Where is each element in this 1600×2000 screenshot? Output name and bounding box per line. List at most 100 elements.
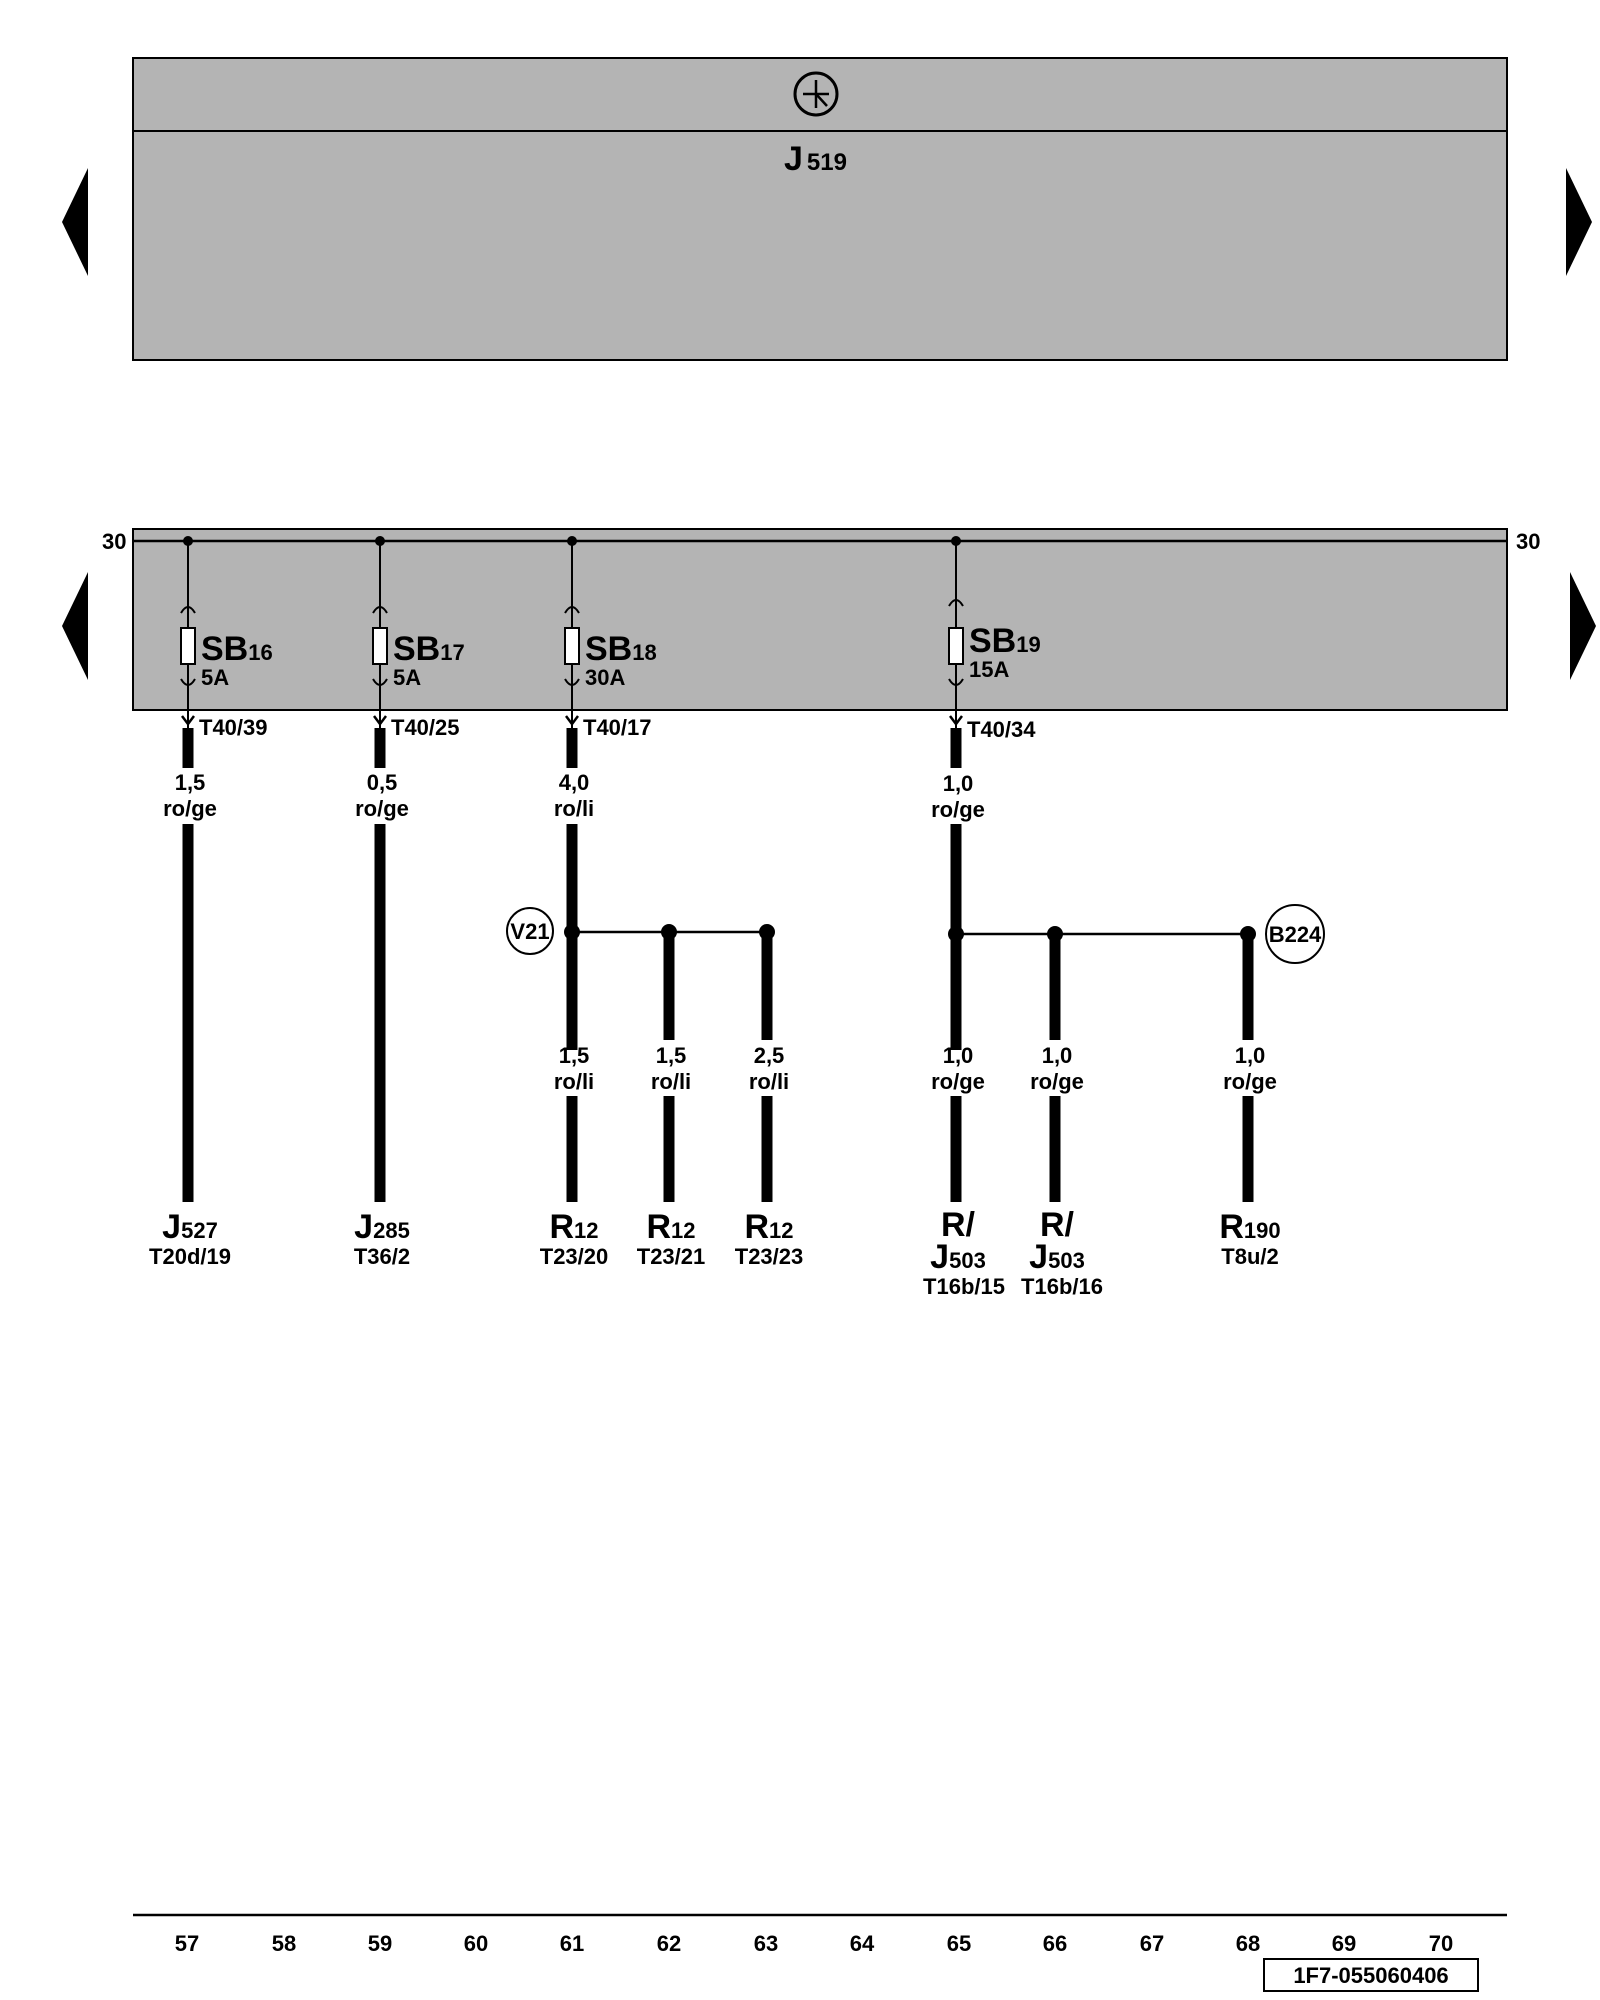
wire-label-sb19: 1,0 ro/ge bbox=[931, 771, 985, 822]
grid-number: 62 bbox=[657, 1931, 681, 1956]
splice-v21: V21 bbox=[506, 907, 775, 955]
branch-wires bbox=[566, 932, 1254, 1202]
fuse-sb16: SB16 5A T40/39 bbox=[180, 536, 273, 740]
svg-text:5A: 5A bbox=[201, 665, 229, 690]
svg-text:T8u/2: T8u/2 bbox=[1221, 1244, 1278, 1269]
grid-number: 67 bbox=[1140, 1931, 1164, 1956]
dest-r12-23: R12 T23/23 bbox=[735, 1208, 804, 1269]
fuse-icon bbox=[564, 627, 580, 665]
svg-text:ro/ge: ro/ge bbox=[931, 1069, 985, 1094]
prev-page-arrow-bottom[interactable] bbox=[62, 572, 88, 680]
terminal-arrows bbox=[181, 715, 963, 727]
grid-number: 65 bbox=[947, 1931, 971, 1956]
svg-text:B224: B224 bbox=[1269, 922, 1322, 947]
grid-number: 64 bbox=[850, 1931, 875, 1956]
svg-text:30A: 30A bbox=[585, 665, 625, 690]
next-page-arrow-top[interactable] bbox=[1566, 168, 1592, 276]
branch-label-1: 1,5 ro/li bbox=[554, 1043, 594, 1094]
branch-label-3: 2,5 ro/li bbox=[749, 1043, 789, 1094]
svg-text:ro/ge: ro/ge bbox=[163, 796, 217, 821]
dest-r12-21: R12 T23/21 bbox=[637, 1208, 706, 1269]
svg-text:T40/39: T40/39 bbox=[199, 715, 268, 740]
fuse-sb18: SB18 30A T40/17 bbox=[564, 536, 657, 740]
next-page-arrow-bottom[interactable] bbox=[1570, 572, 1596, 680]
branch-label-2: 1,5 ro/li bbox=[651, 1043, 691, 1094]
svg-text:J285: J285 bbox=[354, 1208, 410, 1246]
node-b224-icon bbox=[1265, 904, 1325, 964]
svg-text:1,5: 1,5 bbox=[559, 1043, 590, 1068]
doc-id-box: 1F7-055060406 bbox=[1263, 1958, 1479, 1992]
svg-text:1,5: 1,5 bbox=[175, 770, 206, 795]
busbar-label-right: 30 bbox=[1516, 529, 1540, 554]
dest-r190: R190 T8u/2 bbox=[1219, 1208, 1280, 1269]
fuse-icon bbox=[372, 627, 388, 665]
fuse-icon bbox=[948, 627, 964, 665]
svg-text:T20d/19: T20d/19 bbox=[149, 1244, 231, 1269]
svg-text:1,0: 1,0 bbox=[943, 1043, 974, 1068]
svg-text:T40/34: T40/34 bbox=[967, 717, 1036, 742]
dest-j285: J285 T36/2 bbox=[354, 1208, 410, 1269]
svg-text:T16b/16: T16b/16 bbox=[1021, 1274, 1103, 1299]
grid-number: 61 bbox=[560, 1931, 584, 1956]
branch-label-6: 1,0 ro/ge bbox=[1223, 1043, 1277, 1094]
svg-text:R12: R12 bbox=[744, 1208, 793, 1246]
prev-page-arrow-top[interactable] bbox=[62, 168, 88, 276]
wire-label-sb16: 1,5 ro/ge bbox=[163, 770, 217, 821]
dest-r12-20: R12 T23/20 bbox=[540, 1208, 609, 1269]
svg-text:1,0: 1,0 bbox=[1042, 1043, 1073, 1068]
grid-number: 66 bbox=[1043, 1931, 1067, 1956]
svg-text:5A: 5A bbox=[393, 665, 421, 690]
svg-text:J503: J503 bbox=[930, 1238, 986, 1276]
grid-number: 68 bbox=[1236, 1931, 1260, 1956]
grid-number: 60 bbox=[464, 1931, 488, 1956]
svg-text:R/: R/ bbox=[1040, 1206, 1075, 1244]
fuse-icon bbox=[180, 627, 196, 665]
grid-number: 58 bbox=[272, 1931, 296, 1956]
svg-text:J527: J527 bbox=[162, 1208, 218, 1246]
svg-text:ro/li: ro/li bbox=[554, 1069, 594, 1094]
svg-text:R190: R190 bbox=[1219, 1208, 1280, 1246]
branch-label-5: 1,0 ro/ge bbox=[1030, 1043, 1084, 1094]
wire-label-sb17: 0,5 ro/ge bbox=[355, 770, 409, 821]
svg-text:SB17: SB17 bbox=[393, 630, 465, 668]
svg-text:1,0: 1,0 bbox=[943, 771, 974, 796]
dest-j527: J527 T20d/19 bbox=[149, 1208, 231, 1269]
svg-text:R12: R12 bbox=[646, 1208, 695, 1246]
svg-text:2,5: 2,5 bbox=[754, 1043, 785, 1068]
svg-text:ro/li: ro/li bbox=[651, 1069, 691, 1094]
svg-text:15A: 15A bbox=[969, 657, 1009, 682]
dest-r-j503-16: R/ J503 T16b/16 bbox=[1021, 1206, 1103, 1299]
busbar-label-left: 30 bbox=[102, 529, 126, 554]
fuse-sb17: SB17 5A T40/25 bbox=[372, 536, 465, 740]
svg-text:R12: R12 bbox=[549, 1208, 598, 1246]
grid-number: 57 bbox=[175, 1931, 199, 1956]
svg-text:T36/2: T36/2 bbox=[354, 1244, 410, 1269]
svg-text:4,0: 4,0 bbox=[559, 770, 590, 795]
svg-text:1F7-055060406: 1F7-055060406 bbox=[1293, 1963, 1448, 1988]
svg-text:0,5: 0,5 bbox=[367, 770, 398, 795]
wire-label-sb18: 4,0 ro/li bbox=[554, 770, 594, 821]
svg-text:ro/li: ro/li bbox=[749, 1069, 789, 1094]
fuse-sb19: SB19 15A T40/34 bbox=[948, 536, 1041, 742]
ignition-switch-icon bbox=[793, 71, 839, 117]
branch-label-4: 1,0 ro/ge bbox=[931, 1043, 985, 1094]
svg-text:T23/20: T23/20 bbox=[540, 1244, 609, 1269]
svg-text:ro/li: ro/li bbox=[554, 796, 594, 821]
grid-number: 69 bbox=[1332, 1931, 1356, 1956]
grid-number: 59 bbox=[368, 1931, 392, 1956]
svg-text:1,5: 1,5 bbox=[656, 1043, 687, 1068]
svg-text:T23/21: T23/21 bbox=[637, 1244, 706, 1269]
svg-text:ro/ge: ro/ge bbox=[355, 796, 409, 821]
grid-number: 70 bbox=[1429, 1931, 1453, 1956]
fuse-panel: 30 30 bbox=[102, 528, 1540, 711]
svg-text:T40/17: T40/17 bbox=[583, 715, 652, 740]
svg-text:1,0: 1,0 bbox=[1235, 1043, 1266, 1068]
svg-text:T16b/15: T16b/15 bbox=[923, 1274, 1005, 1299]
dest-r-j503-15: R/ J503 T16b/15 bbox=[923, 1206, 1005, 1299]
svg-text:V21: V21 bbox=[510, 919, 549, 944]
svg-text:ro/ge: ro/ge bbox=[1030, 1069, 1084, 1094]
